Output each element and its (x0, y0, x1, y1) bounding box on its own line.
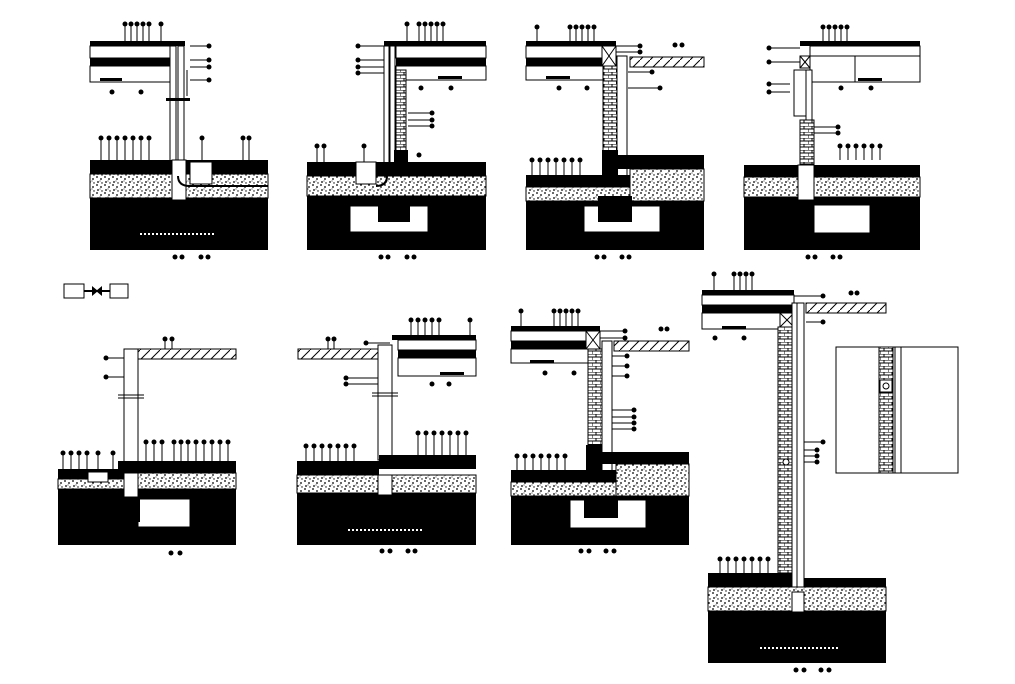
leader-tags (514, 308, 670, 554)
section-detail-1 (89, 21, 269, 260)
leader-tags (766, 24, 883, 260)
leader-tags (60, 336, 231, 556)
leader-tags (529, 24, 685, 260)
inset-wall-detail (835, 346, 959, 474)
scale-symbol (63, 283, 129, 299)
section-detail-5 (57, 336, 237, 556)
section-detail-3 (525, 24, 705, 260)
section-detail-8 (701, 271, 887, 673)
leader-tags (314, 21, 454, 260)
leader-tags (98, 21, 252, 260)
section-detail-2 (306, 21, 487, 260)
leader-tags (711, 271, 860, 673)
section-detail-6 (296, 317, 477, 554)
section-detail-7 (510, 308, 690, 554)
leader-tags (303, 317, 473, 554)
section-detail-4 (743, 24, 921, 260)
